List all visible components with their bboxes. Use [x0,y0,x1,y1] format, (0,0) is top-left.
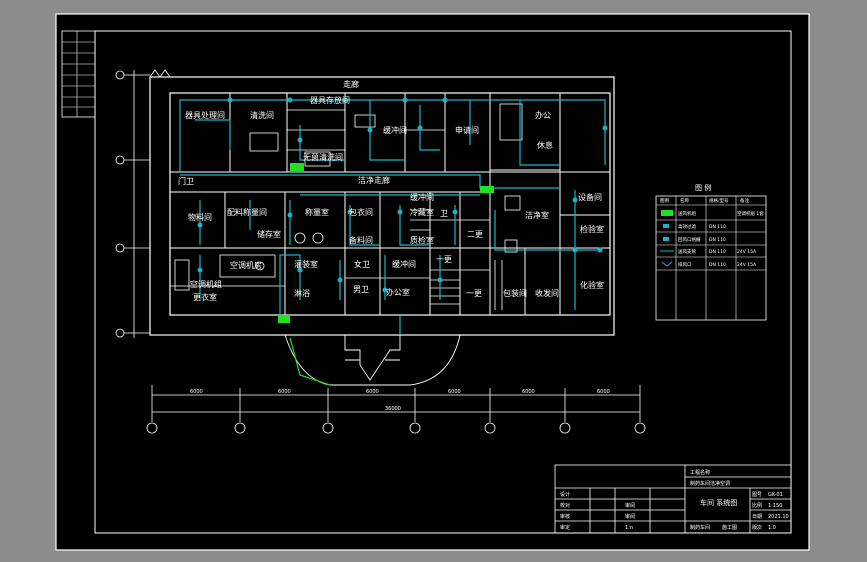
tb-right-value: GK-01 [768,492,783,498]
dim-total: 36000 [385,406,401,412]
room-label: 物料间 [188,212,212,222]
room-label: 空调机房 [230,260,262,270]
room-label: 一更 [466,289,482,298]
room-label: 卫 [440,209,448,218]
room-label: 包衣间 [349,207,373,217]
revision-strip [61,30,96,118]
room-label: 器具处理间 [185,110,225,120]
tb-left-label: 校对 [560,502,570,509]
legend-name: 排风口 [678,261,692,268]
room-labels: 走廊 器具处理间 清洗间 器具存放间 无菌清洗间 缓冲间 申请间 办公 休息 门… [178,79,604,302]
equipment [174,103,523,310]
legend-note: 空调机组 1套 [737,210,764,217]
tb-right-value: 1.0 [768,525,776,531]
room-label: 女卫 [354,259,370,269]
room-label: 门卫 [178,176,194,186]
tb-right-label: 图号 [752,492,762,498]
room-label: 走廊 [343,79,359,89]
tb-right-value: 1:150 [768,503,782,509]
legend-spec: DN 110 [709,237,726,243]
room-label: 备料间 [349,235,373,245]
legend-header: 名称 [680,197,689,204]
air-outlets [197,97,608,293]
room-label: 空调机组 [190,279,222,289]
legend-name: 高效过滤 [678,223,696,230]
legend-name: 回风口格栅 [678,236,701,243]
tb-right-label: 比例 [752,502,762,509]
drawing-title: 车间 系统图 [700,498,737,507]
legend-table: 图 例 图例 名称 规格/型号 备注 送风机组 空调机组 1套 高效过滤 DN … [655,183,767,321]
room-label: 申请间 [455,125,479,135]
room-label: 男卫 [353,285,369,294]
room-label: 灌装室 [294,259,318,269]
tb-right-value: 2021.10 [768,514,789,520]
title-block-text: 工程名称 制药车间洁净空调 车间 系统图 设计 校对 审核 审定 审阅 审阅 1… [560,469,789,531]
room-label: 检验室 [580,224,604,234]
tb-footer: 制药车间 [690,524,710,531]
room-label: 化验室 [580,280,604,290]
dim-label: 6000 [597,389,610,395]
legend-header: 规格/型号 [709,197,729,204]
building-walls [149,69,615,336]
sheet-background [56,14,809,550]
tb-left-value: 1:n [625,525,633,531]
room-label: 冷藏室 [410,207,434,217]
legend-name: 送风支管 [678,248,696,255]
room-label: 洁净走廊 [358,175,390,185]
legend-note: 24V 15A [737,262,757,268]
legend-header: 图例 [660,197,669,204]
project-line2: 制药车间洁净空调 [690,480,730,487]
tb-left-label: 设计 [560,491,570,498]
title-block [554,464,792,534]
room-label: 休息 [537,140,553,150]
room-label: 质检室 [410,235,434,245]
project-line1: 工程名称 [690,469,710,476]
tb-left-value: 审阅 [625,502,635,509]
room-label: 称量室 [305,207,329,217]
room-label: 办公室 [386,287,410,297]
legend-title: 图 例 [695,183,711,192]
tb-right-label: 日期 [752,514,762,520]
sheet-border-outer [55,13,810,551]
tb-footer: 施工图 [722,524,737,531]
room-label: 器具存放间 [310,95,350,105]
room-label: 缓冲间 [392,259,416,269]
legend-name: 送风机组 [678,210,696,217]
tb-left-value: 审阅 [625,513,635,520]
sheet-border-inner [94,30,792,534]
tb-left-label: 审定 [560,524,570,531]
room-label: 收发间 [535,288,559,298]
room-label: 储存室 [257,229,281,239]
room-label: 缓冲间 [383,125,407,135]
dim-label: 6000 [448,389,461,395]
room-label: 洁净室 [525,210,549,220]
room-label: 办公 [535,110,551,120]
legend-spec: DN 110 [709,249,726,255]
room-label: 配料称量间 [227,207,267,217]
room-label: 一更 [436,255,452,264]
room-label: 清洗间 [250,110,274,120]
dim-label: 6000 [278,389,291,395]
dim-label: 6000 [522,389,535,395]
dim-label: 6000 [190,389,203,395]
room-label: 更衣室 [193,292,217,302]
legend-spec: DN 110 [709,262,726,268]
hvac-units [278,163,494,323]
dim-label: 6000 [366,389,379,395]
tb-left-label: 审核 [560,513,570,520]
tb-right-label: 版次 [752,524,762,531]
room-label: 二更 [467,230,483,239]
left-axis [115,70,150,338]
dimension-labels: 6000 6000 6000 6000 6000 6000 36000 [190,389,610,412]
room-label: 包装间 [503,288,527,298]
room-label: 淋浴 [294,288,310,298]
room-label: 设备间 [578,192,602,202]
bottom-axis [146,385,646,434]
room-label: 无菌清洗间 [303,152,343,162]
legend-spec: DN 110 [709,224,726,230]
room-label: 缓冲间 [410,192,434,202]
legend-note: 24V 15A [737,249,757,255]
legend-header: 备注 [740,197,749,204]
